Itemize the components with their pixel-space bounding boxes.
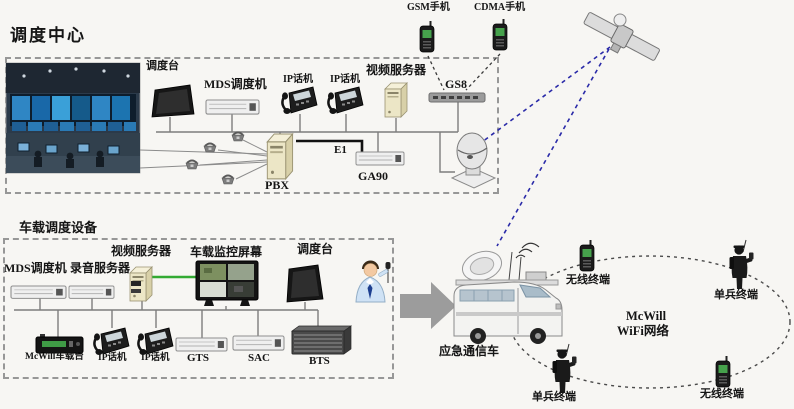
vehicle-monitor-screen-icon — [195, 260, 259, 306]
gs8-switch-icon — [428, 92, 486, 103]
wireless-terminal-icon — [579, 239, 595, 272]
control-room-photo — [5, 62, 141, 174]
mcwill-station-icon — [35, 334, 84, 354]
cdma-phone-icon — [492, 18, 508, 51]
analog-phone-icon — [185, 159, 199, 170]
gts-icon — [175, 337, 228, 352]
ip-phone-icon — [326, 85, 365, 116]
soldier-terminal-label: 单兵终端 — [714, 289, 758, 301]
vehicle-mds-label: MDS调度机 — [4, 261, 67, 275]
ip-phone-icon — [280, 85, 319, 116]
mcwill-coverage-ellipse — [509, 255, 791, 389]
video-server-label: 视频服务器 — [366, 63, 427, 77]
recorder-server-icon — [68, 285, 115, 299]
dispatch-bus-lines — [156, 102, 459, 173]
vehicle-equipment-box — [3, 238, 394, 379]
sac-icon — [232, 335, 285, 351]
monitor-screen-label: 车载监控屏幕 — [190, 245, 263, 259]
mds-label: MDS调度机 — [204, 77, 267, 91]
cdma-phone-label: CDMA手机 — [474, 2, 526, 13]
e1-trunk-line — [296, 139, 364, 152]
gts-label: GTS — [187, 352, 210, 364]
ip-phone-icon — [136, 326, 175, 357]
mcwill-network-label-line1: McWill — [626, 309, 667, 323]
ga90-gateway-icon — [355, 151, 405, 166]
satellite-dish-icon — [450, 132, 497, 189]
emergency-van-label: 应急通信车 — [439, 344, 500, 358]
sac-label: SAC — [248, 352, 271, 364]
vehicle-console-monitor — [286, 264, 324, 303]
wireless-terminal-label: 无线终端 — [700, 388, 744, 400]
vehicle-mds-icon — [10, 285, 67, 299]
operator-person-icon — [355, 260, 391, 303]
dispatch-center-title: 调度中心 — [10, 26, 86, 45]
mcwill-network-label-line2: WiFi网络 — [617, 324, 669, 338]
wireless-terminal-icon — [715, 355, 731, 388]
pbx-fan-lines — [139, 139, 268, 180]
analog-phone-icon — [231, 131, 245, 142]
ga90-label: GA90 — [358, 169, 388, 183]
cellular-links — [427, 53, 501, 91]
gsm-phone-icon — [419, 20, 435, 53]
ip-phone-icon — [92, 326, 131, 357]
analog-phone-icon — [203, 142, 217, 153]
recorder-label: 录音服务器 — [70, 261, 131, 275]
ip-phone-label: IP话机 — [141, 353, 170, 363]
wireless-terminal-label: 无线终端 — [566, 274, 610, 286]
vehicle-video-server-icon — [129, 266, 153, 302]
bts-label: BTS — [309, 355, 330, 367]
e1-label: E1 — [334, 144, 347, 156]
mds-dispatcher-icon — [205, 99, 260, 115]
vehicle-box-title: 车载调度设备 — [19, 220, 98, 235]
vehicle-console-label: 调度台 — [297, 242, 334, 256]
pbx-icon — [266, 133, 294, 180]
mcwill-station-label: McWill车载台 — [25, 352, 84, 362]
soldier-terminal-icon — [552, 343, 577, 394]
vehicle-video-server-label: 视频服务器 — [111, 244, 172, 258]
vehicle-bus-lines — [14, 298, 319, 338]
arrow-right-icon — [400, 282, 456, 329]
gsm-phone-label: GSM手机 — [407, 2, 450, 13]
analog-phone-icon — [221, 174, 235, 185]
emergency-van-icon — [453, 242, 563, 344]
soldier-terminal-label: 单兵终端 — [532, 391, 576, 403]
soldier-terminal-icon — [729, 239, 754, 290]
dispatch-console-monitor — [151, 84, 195, 118]
satellite-links — [481, 46, 611, 247]
satellite-icon — [583, 12, 660, 61]
bts-icon — [290, 325, 353, 355]
ip-phone-label: IP话机 — [330, 74, 360, 85]
dispatch-console-label: 调度台 — [146, 60, 179, 72]
ip-phone-label: IP话机 — [98, 353, 127, 363]
video-server-icon — [384, 82, 408, 118]
ip-phone-label: IP话机 — [283, 74, 313, 85]
pbx-label: PBX — [265, 178, 289, 192]
gs8-label: GS8 — [445, 77, 468, 91]
